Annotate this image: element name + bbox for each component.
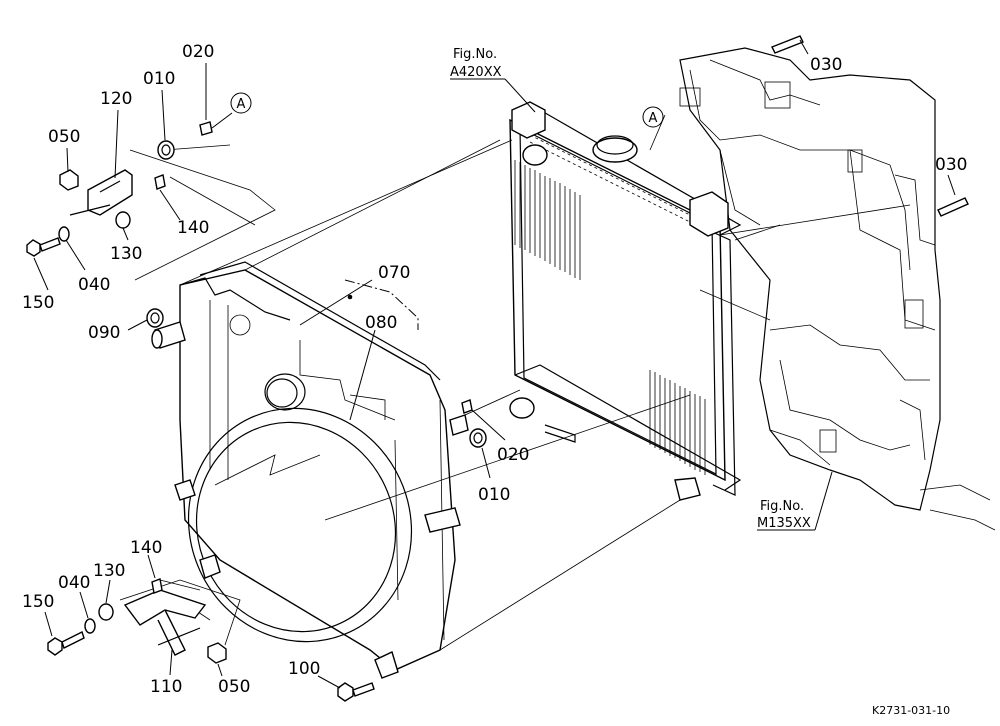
fig-ref-m135-line2: M135XX	[757, 516, 811, 531]
callout-020-upper: 020	[182, 42, 214, 62]
callout-100: 100	[288, 659, 320, 679]
radiator-support-frame	[679, 35, 996, 531]
radiator-core	[509, 101, 742, 501]
fig-ref-m135: Fig.No. M135XX	[757, 499, 811, 531]
callout-150-upper: 150	[22, 293, 54, 313]
callout-070: 070	[378, 263, 410, 283]
marker-a-left-text: A	[237, 97, 246, 112]
assembly-guide-lines	[119, 114, 911, 651]
callout-080: 080	[365, 313, 397, 333]
callout-030-right: 030	[935, 155, 967, 175]
radiator-fins-upper	[514, 160, 581, 280]
drawing-code: K2731-031-10	[872, 704, 950, 717]
callout-110: 110	[150, 677, 182, 697]
fig-ref-a420-line1: Fig.No.	[453, 47, 497, 62]
fig-ref-a420: Fig.No. A420XX	[450, 47, 502, 80]
callout-040-upper: 040	[78, 275, 110, 295]
callout-020-lower: 020	[497, 445, 529, 465]
callout-030-upper: 030	[810, 55, 842, 75]
callout-120: 120	[100, 89, 132, 109]
marker-a-right-text: A	[649, 111, 658, 126]
callout-010-upper: 010	[143, 69, 175, 89]
callout-140-lower: 140	[130, 538, 162, 558]
callout-090: 090	[88, 323, 120, 343]
reference-marker-a-right: A	[642, 106, 664, 128]
callout-140-upper: 140	[177, 218, 209, 238]
callout-labels: 020 010 120 050 140 130 040 150 090 070 …	[22, 42, 967, 697]
callout-130-lower: 130	[93, 561, 125, 581]
reference-marker-a-left: A	[230, 92, 252, 114]
leader-lines	[33, 39, 956, 689]
callout-050-lower: 050	[218, 677, 250, 697]
lower-bracket-assembly	[47, 578, 375, 702]
fig-ref-a420-line2: A420XX	[450, 65, 502, 80]
callout-130-upper: 130	[110, 244, 142, 264]
callout-050-upper: 050	[48, 127, 80, 147]
callout-150-lower: 150	[22, 592, 54, 612]
radiator-fins-lower	[649, 370, 706, 475]
callout-010-lower: 010	[478, 485, 510, 505]
upper-bracket-assembly	[26, 121, 213, 328]
fig-ref-m135-line1: Fig.No.	[760, 499, 804, 514]
fan-shroud	[151, 261, 469, 679]
callout-040-lower: 040	[58, 573, 90, 593]
